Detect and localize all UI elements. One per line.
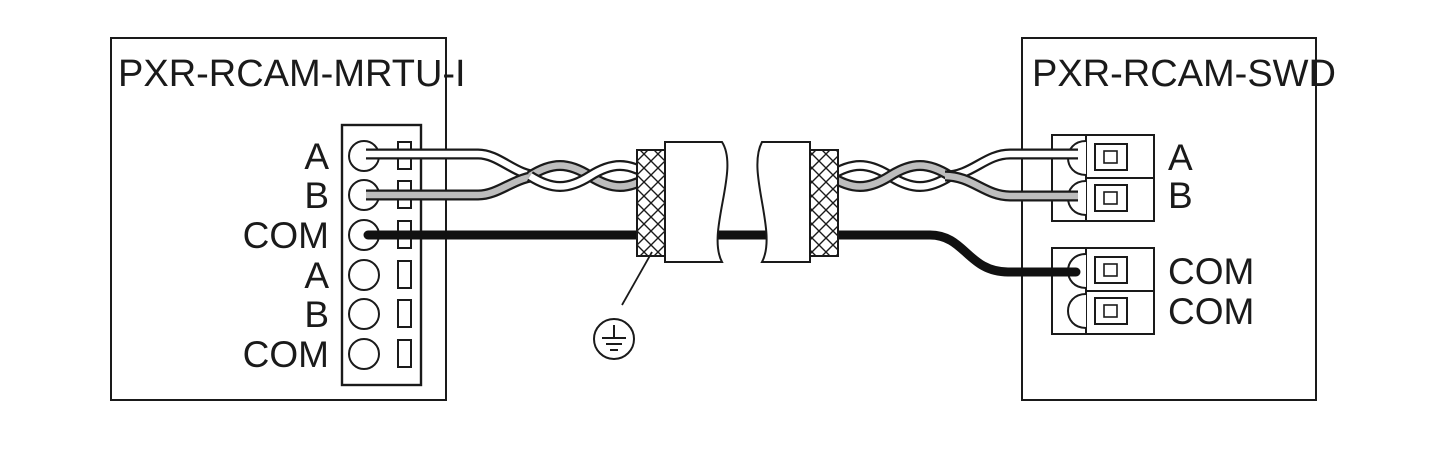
right-terminal-label: COM (1168, 291, 1254, 332)
right-connector-ab (1051, 134, 1155, 222)
earth-ground-icon (593, 318, 635, 360)
left-terminal-label: B (304, 175, 329, 216)
right-device: PXR-RCAM-SWD A B C (1021, 37, 1336, 401)
right-connector-com (1051, 247, 1155, 335)
wire-b-right (944, 170, 1078, 202)
cable-shield-braid-right (809, 149, 839, 257)
left-terminal-label: COM (243, 334, 329, 375)
ground-leader (621, 251, 653, 306)
left-terminal-labels: A B COM A B COM (243, 136, 330, 375)
left-device-title: PXR-RCAM-MRTU-I (118, 53, 466, 95)
terminal-screw[interactable] (348, 338, 380, 370)
shielded-cable (363, 141, 1081, 360)
left-terminal-label: COM (243, 215, 329, 256)
twisted-pair-right (827, 160, 953, 192)
cable-jacket-left (664, 141, 729, 263)
cable-jacket-right (756, 141, 811, 263)
twisted-pair-left (527, 160, 653, 192)
left-device-enclosure (110, 37, 447, 401)
com-wire (363, 230, 1081, 277)
left-terminal-label: B (304, 294, 329, 335)
right-terminal-label: B (1168, 175, 1193, 216)
cable-shield-braid-left (636, 149, 666, 257)
terminal-screw[interactable] (348, 298, 380, 330)
right-device-enclosure (1021, 37, 1317, 401)
right-terminal-label: COM (1168, 251, 1254, 292)
terminal-screw[interactable] (348, 259, 380, 291)
right-terminal-label: A (1168, 137, 1193, 178)
left-terminal-label: A (304, 255, 329, 296)
left-terminal-label: A (304, 136, 329, 177)
right-device-title: PXR-RCAM-SWD (1032, 53, 1336, 95)
right-terminal-labels: A B COM COM (1168, 137, 1254, 332)
left-device: PXR-RCAM-MRTU-I A B COM A B COM (110, 37, 466, 401)
